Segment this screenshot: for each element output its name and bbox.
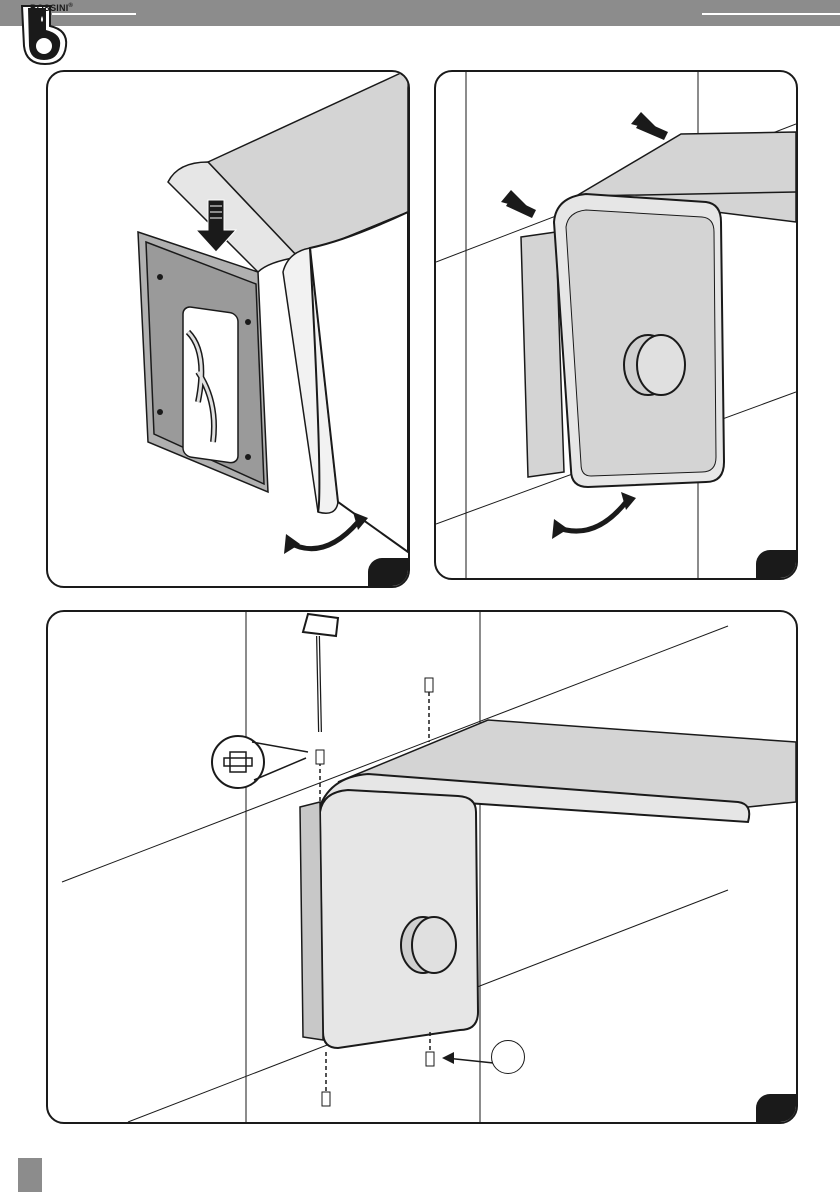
figure-tab-a (368, 558, 408, 586)
header-rule-right (702, 13, 840, 15)
header-bar (0, 0, 840, 26)
figure-panel-c (46, 610, 798, 1124)
figure-panel-b (434, 70, 798, 580)
page-number-tab (18, 1158, 42, 1192)
illustration-bracket-press (48, 72, 408, 586)
figure-tab-c (756, 1094, 796, 1122)
illustration-screw-fixing (48, 612, 796, 1122)
figure-panel-a (46, 70, 410, 588)
figure-tab-b (756, 550, 796, 578)
illustration-cover-push (436, 72, 796, 578)
brand-wordmark: BOSSINI® (30, 3, 73, 13)
callout-marker (491, 1040, 525, 1074)
